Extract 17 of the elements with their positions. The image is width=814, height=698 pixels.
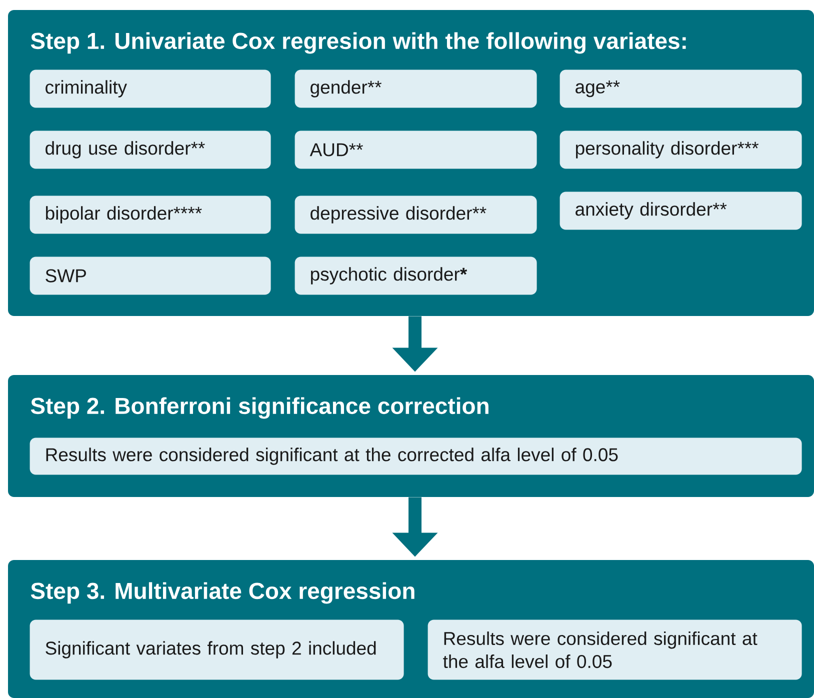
variate-box: Significant variates from step 2 included <box>30 620 404 680</box>
step-heading: Step 1. Univariate Cox regresion with the following variates: <box>30 32 686 54</box>
variate-box: personality disorder*** <box>560 130 802 169</box>
step-heading: Step 2. Bonferroni significance correction <box>30 397 488 419</box>
variate-box: bipolar disorder**** <box>30 196 271 234</box>
variate-box: drug use disorder** <box>30 130 271 169</box>
variate-box: psychotic disorder* <box>294 256 537 295</box>
variate-box: SWP <box>30 256 271 295</box>
variate-box: age** <box>560 70 802 108</box>
step-heading: Step 3. Multivariate Cox regression <box>30 582 414 604</box>
variate-box: Results were considered significant at the corrected alfa level of 0.05 <box>30 438 802 475</box>
variate-box: anxiety dirsorder** <box>560 192 802 230</box>
variate-box: AUD** <box>294 130 537 169</box>
variate-box: gender** <box>294 70 537 108</box>
variate-box: Results were considered significant at the alfa level of 0.05 <box>428 620 802 680</box>
variate-box: depressive disorder** <box>294 196 537 234</box>
variate-box: criminality <box>30 70 271 108</box>
